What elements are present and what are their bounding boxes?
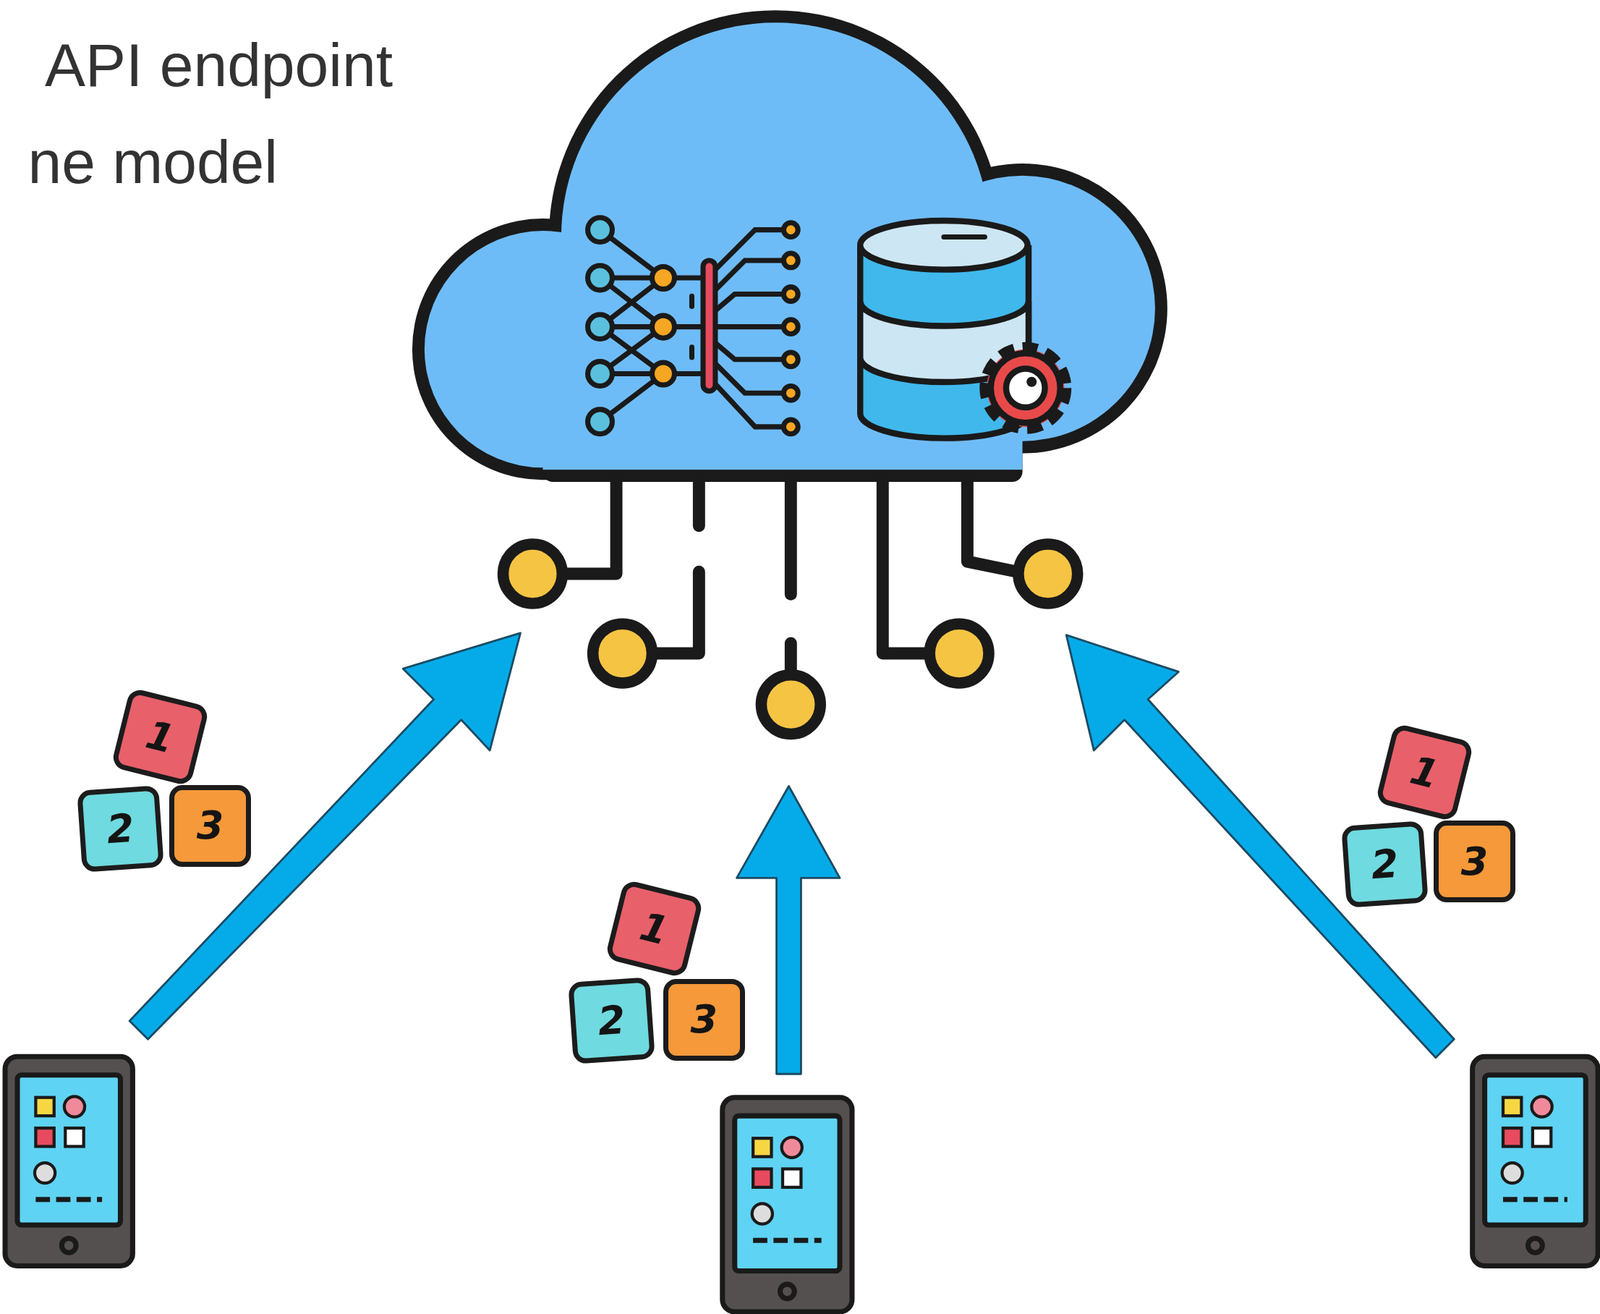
number-tile: 1 — [1375, 722, 1475, 822]
tile-number: 1 — [1406, 750, 1444, 795]
phone-icon — [722, 1097, 853, 1312]
tile-number: 1 — [142, 714, 179, 759]
number-tile: 2 — [567, 976, 656, 1065]
tile-number: 2 — [1369, 844, 1400, 885]
heading-text: API endpoint — [44, 30, 393, 101]
tile-number: 3 — [690, 999, 719, 1039]
phone-icon — [1472, 1056, 1599, 1266]
tile-number: 2 — [596, 999, 626, 1041]
tile-number: 3 — [1461, 841, 1489, 882]
heading-text: ne model — [27, 127, 278, 198]
phone-icon — [5, 1056, 133, 1266]
tile-number: 1 — [635, 906, 672, 951]
number-tile: 2 — [1341, 820, 1429, 909]
number-tile: 3 — [663, 978, 746, 1061]
neural-network-icon — [588, 217, 799, 434]
database-icon — [860, 220, 1065, 439]
cloud — [412, 10, 1168, 482]
number-tile: 3 — [1433, 820, 1516, 902]
tile-number: 2 — [105, 807, 136, 849]
phone-icons — [5, 1056, 1598, 1312]
number-tile: 1 — [604, 878, 704, 978]
number-tile: 2 — [76, 784, 165, 873]
api-endpoint-pins — [502, 479, 1078, 734]
number-tile: 1 — [110, 687, 210, 787]
upload-arrow — [129, 632, 1454, 1074]
number-tile: 3 — [169, 784, 251, 867]
tile-number: 3 — [196, 805, 225, 845]
